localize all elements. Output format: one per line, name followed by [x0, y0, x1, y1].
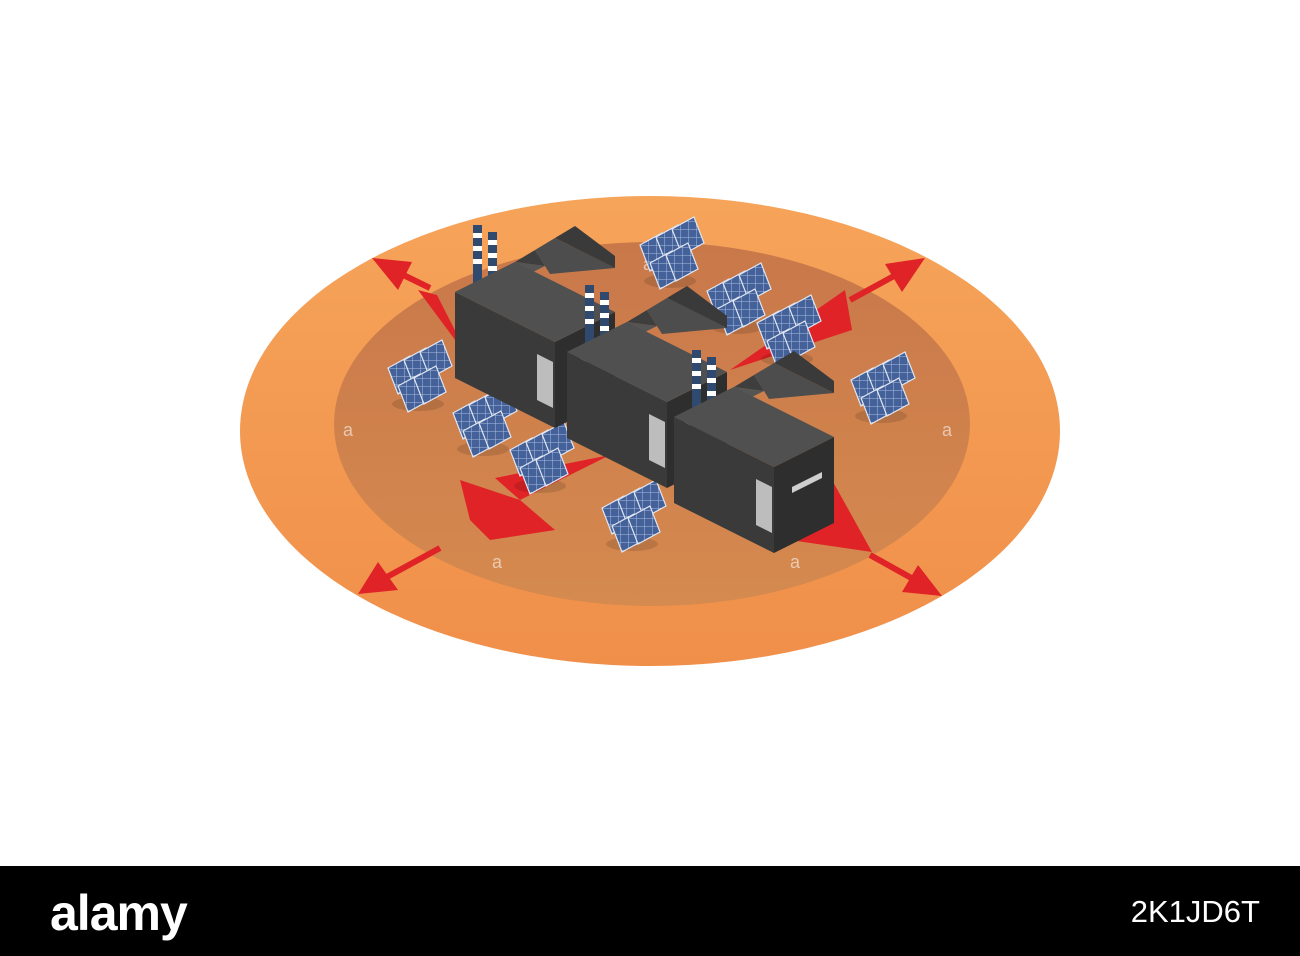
image-id: 2K1JD6T: [1130, 894, 1260, 929]
arrow-top-right-head: [885, 258, 925, 292]
watermark-left: a: [343, 420, 354, 440]
arrow-bottom-left-shaft: [383, 545, 442, 581]
watermark-right: a: [942, 420, 953, 440]
footer-bar: alamy 2K1JD6T: [0, 866, 1300, 956]
arrow-top-left-head: [372, 258, 412, 290]
arrow-bottom-left-big-head: [460, 480, 555, 540]
watermark-bottom-left: a: [492, 552, 503, 572]
arrow-bottom-right-shaft: [868, 552, 917, 583]
illustration: a a a a a: [240, 196, 1060, 666]
arrow-bottom-right-head: [902, 565, 942, 596]
watermark-bottom-right: a: [790, 552, 801, 572]
alamy-logo: alamy: [50, 885, 188, 941]
arrow-bottom-left-head: [358, 562, 398, 594]
